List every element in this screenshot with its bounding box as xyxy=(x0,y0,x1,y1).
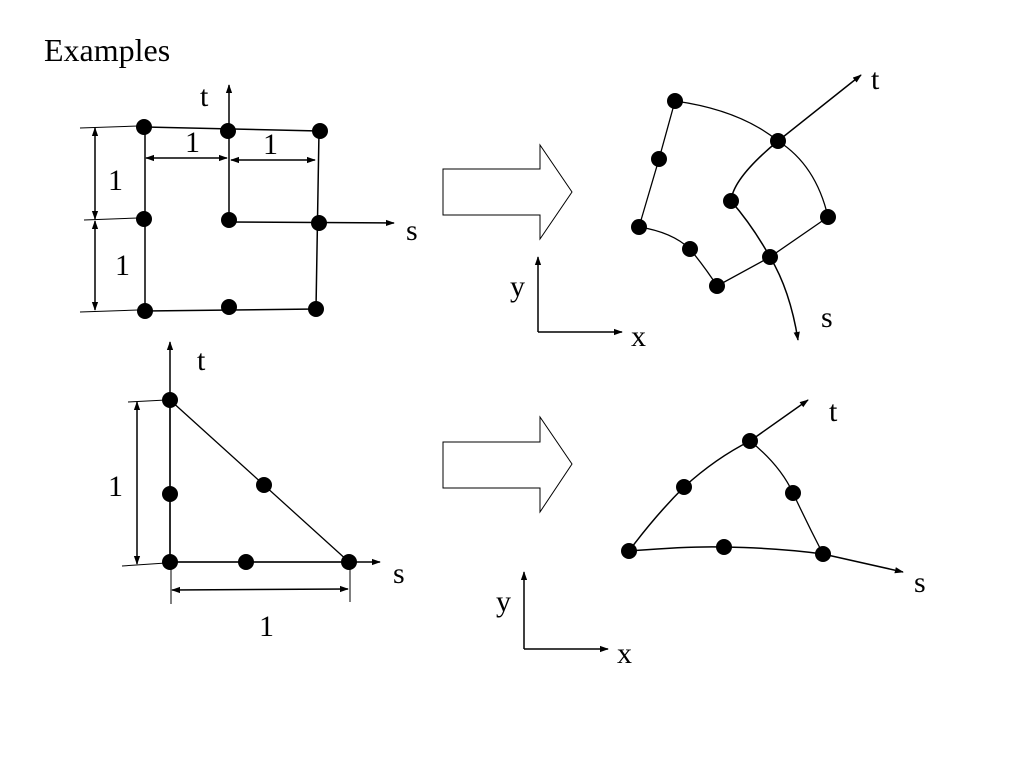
node xyxy=(312,123,328,139)
quad-dim-ext-top xyxy=(79,125,139,129)
quad-mapped-t-axis xyxy=(777,74,862,142)
quad-s-label: s xyxy=(406,214,418,247)
tri-mapped-t-label: t xyxy=(829,395,838,428)
node xyxy=(256,477,272,493)
quad-dim-label-left: 1 xyxy=(185,126,200,159)
node xyxy=(238,554,254,570)
xy-axes-top: y x xyxy=(510,256,646,353)
tri-t-label: t xyxy=(197,344,206,377)
node xyxy=(162,554,178,570)
quad-dim-ext-bottom xyxy=(79,309,139,313)
node xyxy=(621,543,637,559)
node xyxy=(162,392,178,408)
slide-title: Examples xyxy=(44,32,171,68)
tri-dim-label-horizontal: 1 xyxy=(259,610,274,643)
x-label: x xyxy=(617,637,632,670)
node xyxy=(723,193,739,209)
mapping-arrow-top xyxy=(442,143,573,241)
tri-mapped-s-label: s xyxy=(914,566,926,599)
tri-parent-element: t s 1 1 xyxy=(108,341,405,643)
x-label: x xyxy=(631,320,646,353)
node xyxy=(221,212,237,228)
node xyxy=(220,123,236,139)
tri-dim-arrow-horizontal xyxy=(171,585,349,594)
y-label: y xyxy=(510,270,525,303)
tri-mapped-element: t s xyxy=(621,395,926,599)
quad-mapped-edge-top xyxy=(674,100,779,142)
node xyxy=(762,249,778,265)
quad-dim-label-right: 1 xyxy=(263,128,278,161)
node xyxy=(221,299,237,315)
quad-mapped-s-label: s xyxy=(821,301,833,334)
node xyxy=(308,301,324,317)
node xyxy=(137,303,153,319)
node xyxy=(341,554,357,570)
node xyxy=(631,219,647,235)
quad-t-label: t xyxy=(200,80,209,113)
quad-dim-label-upper: 1 xyxy=(108,164,123,197)
node xyxy=(820,209,836,225)
node xyxy=(716,539,732,555)
tri-dim-label-vertical: 1 xyxy=(108,470,123,503)
node xyxy=(682,241,698,257)
tri-s-label: s xyxy=(393,557,405,590)
y-label: y xyxy=(496,585,511,618)
tri-mapped-s-axis xyxy=(628,546,904,574)
quad-mapped-t-label: t xyxy=(871,63,880,96)
node xyxy=(815,546,831,562)
quad-mapped-edge-bottom xyxy=(638,226,771,287)
tri-dim-ext-bottom xyxy=(121,562,167,567)
quad-mapped-element: t s xyxy=(631,63,880,341)
tri-dim-ext-top xyxy=(127,399,167,403)
quad-mapped-s-axis xyxy=(730,140,800,341)
node xyxy=(785,485,801,501)
node xyxy=(667,93,683,109)
xy-axes-bottom: y x xyxy=(496,571,632,670)
node xyxy=(311,215,327,231)
quad-dim-ext-mid xyxy=(83,217,139,221)
node xyxy=(676,479,692,495)
tri-mapped-edge-left xyxy=(628,440,751,552)
quad-mapped-edge-right xyxy=(769,140,829,258)
node xyxy=(742,433,758,449)
quad-parent-element: t s 1 1 1 1 xyxy=(79,80,418,319)
tri-mapped-t-axis xyxy=(749,399,809,442)
node xyxy=(770,133,786,149)
mapping-arrow-bottom xyxy=(442,415,573,514)
node xyxy=(709,278,725,294)
node xyxy=(136,119,152,135)
quad-dim-label-lower: 1 xyxy=(115,249,130,282)
node xyxy=(651,151,667,167)
node xyxy=(162,486,178,502)
node xyxy=(136,211,152,227)
